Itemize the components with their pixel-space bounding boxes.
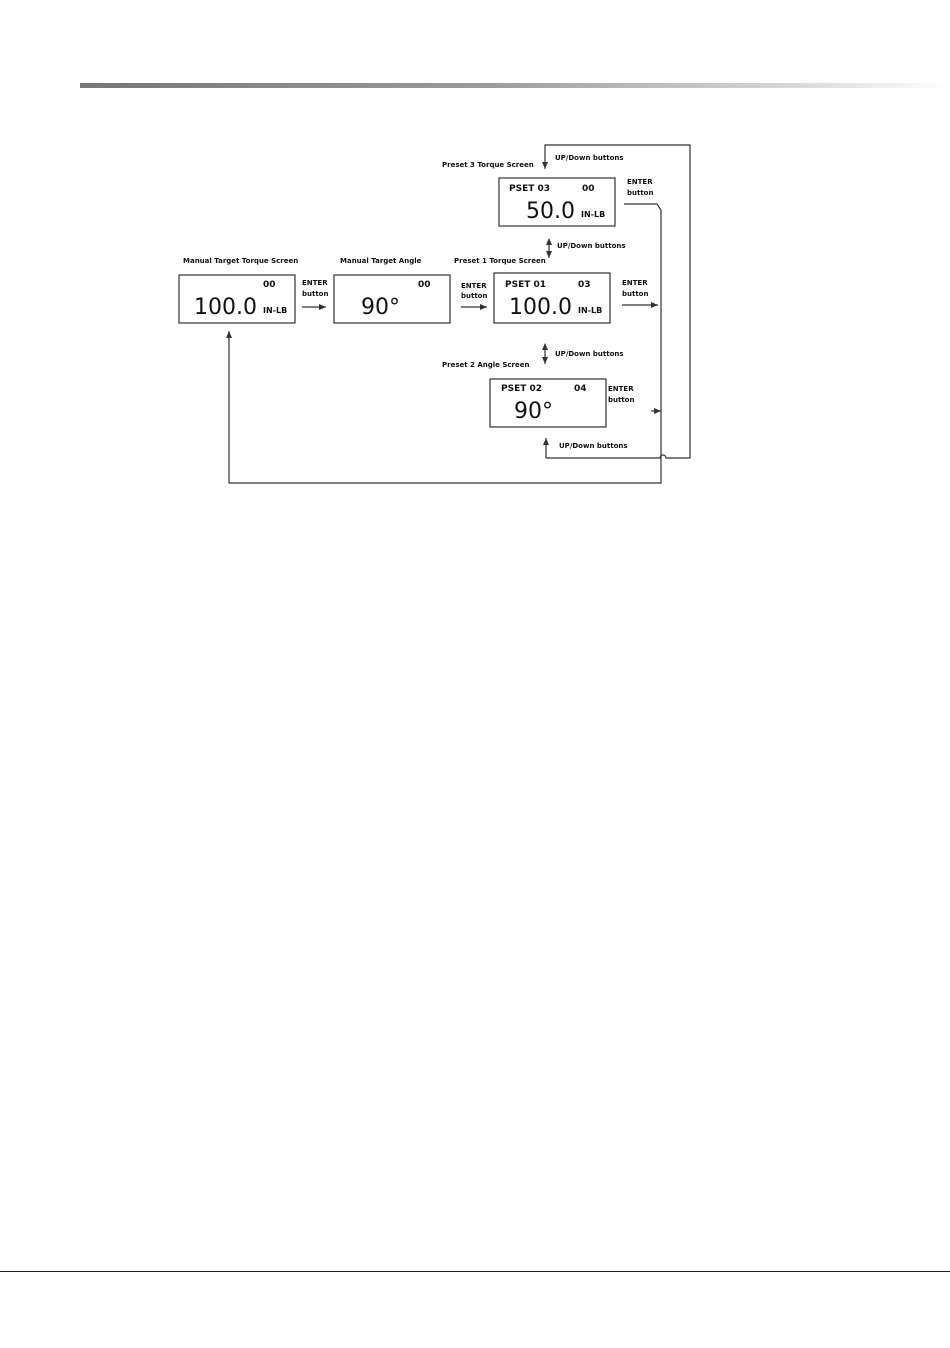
enter-label-2: ENTER button <box>461 282 487 300</box>
top-rule <box>80 83 950 88</box>
svg-text:button: button <box>302 290 328 298</box>
svg-text:button: button <box>627 189 653 197</box>
pset-label: PSET 01 <box>505 280 546 290</box>
svg-text:button: button <box>608 396 634 404</box>
updown-label-top: UP/Down buttons <box>555 154 624 162</box>
count-value: 04 <box>574 384 587 394</box>
count-value: 00 <box>263 280 276 290</box>
svg-text:ENTER: ENTER <box>302 279 328 287</box>
enter-label-1: ENTER button <box>302 279 328 298</box>
screen-title: Manual Target Angle <box>340 257 422 265</box>
torque-value: 100.0 <box>509 295 572 320</box>
updown-label-mid: UP/Down buttons <box>557 242 626 250</box>
screen-title: Preset 2 Angle Screen <box>442 361 529 369</box>
svg-text:ENTER: ENTER <box>608 385 634 393</box>
screen-title: Preset 3 Torque Screen <box>442 161 534 169</box>
svg-text:button: button <box>622 290 648 298</box>
lcd-frame <box>493 272 611 324</box>
torque-value: 100.0 <box>194 295 257 320</box>
lcd-frame <box>489 378 607 428</box>
pset-label: PSET 03 <box>509 184 550 194</box>
svg-text:ENTER: ENTER <box>461 282 487 290</box>
manual-angle-screen: Manual Target Angle 00 90° <box>333 257 451 324</box>
arrow-updown-loop-top <box>542 144 691 459</box>
updown-label-bottom: UP/Down buttons <box>559 442 628 450</box>
count-value: 00 <box>582 184 595 194</box>
svg-text:ENTER: ENTER <box>627 178 653 186</box>
pset-label: PSET 02 <box>501 384 542 394</box>
lcd-frame <box>333 274 451 324</box>
screen-title: Preset 1 Torque Screen <box>454 257 546 265</box>
svg-text:button: button <box>461 292 487 300</box>
torque-value: 50.0 <box>526 199 575 224</box>
arrow-return-to-manual <box>226 203 662 484</box>
unit-label: IN-LB <box>263 306 287 315</box>
bottom-rule <box>0 1271 950 1272</box>
manual-torque-screen: Manual Target Torque Screen 00 100.0 IN-… <box>178 257 298 324</box>
lcd-frame <box>178 274 296 324</box>
preset2-angle-screen: Preset 2 Angle Screen PSET 02 04 90° <box>442 361 607 428</box>
enter-label-5: ENTER button <box>608 385 634 404</box>
angle-value: 90° <box>361 295 400 320</box>
enter-label-4: ENTER button <box>622 279 648 298</box>
count-value: 03 <box>578 280 591 290</box>
unit-label: IN-LB <box>581 210 605 219</box>
svg-text:ENTER: ENTER <box>622 279 648 287</box>
preset3-torque-screen: Preset 3 Torque Screen PSET 03 00 50.0 I… <box>442 161 616 227</box>
angle-value: 90° <box>514 399 553 424</box>
screen-title: Manual Target Torque Screen <box>183 257 298 265</box>
enter-label-3: ENTER button <box>627 178 653 197</box>
lcd-frame <box>498 177 616 227</box>
count-value: 00 <box>418 280 431 290</box>
preset1-torque-screen: Preset 1 Torque Screen PSET 01 03 100.0 … <box>454 257 611 324</box>
unit-label: IN-LB <box>578 306 602 315</box>
updown-label-lower: UP/Down buttons <box>555 350 624 358</box>
